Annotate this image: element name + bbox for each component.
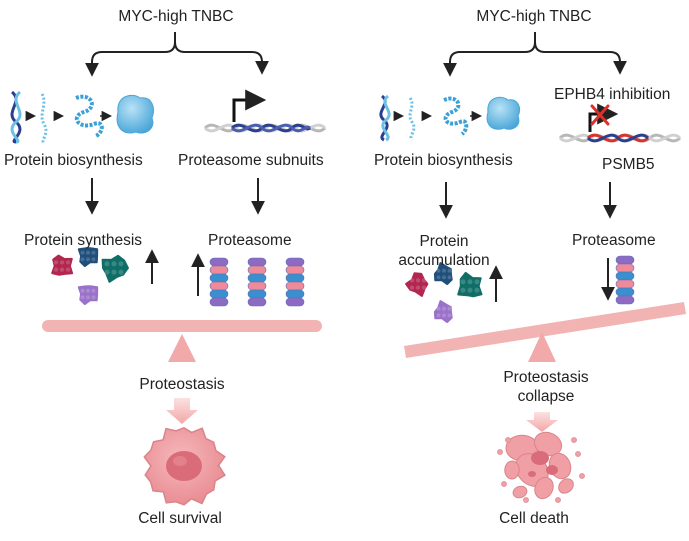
proteostasis-label: Proteostasis [139,376,225,393]
cell-death-label: Cell death [499,510,569,527]
protein-accumulation-label: Protein accumulation [398,233,490,269]
protein-crimson-icon [405,272,429,297]
psmb5-label: PSMB5 [602,156,655,173]
folded-protein-icon [116,94,154,134]
ephb4-inhibition-label: EPHB4 inhibition [554,86,671,103]
protein-crimson-icon [51,254,74,276]
protein-teal-icon [101,254,129,283]
fulcrum-right [528,332,556,362]
proteasome-icon [615,255,635,305]
proteasome-icon [285,257,305,307]
folded-protein-icon [486,96,521,130]
proteasome-group-left [209,257,305,307]
proteasome-icon [247,257,267,307]
left-header: MYC-high TNBC [118,8,234,25]
mrna-icon [40,93,48,146]
biosynthesis-icons-left [10,90,154,146]
inhibition-x-icon [590,104,610,126]
cell-icon [143,426,226,506]
proteostasis-collapse-label: Proteostasis collapse [503,369,589,405]
right-proteasome-label: Proteasome [572,232,656,249]
dying-cell-icon [497,431,585,503]
protein-synthesis-label: Protein synthesis [24,232,143,249]
cell-survival-label: Cell survival [138,510,222,527]
proteasome-subunits-label: Proteasome subnuits [178,152,324,169]
protein-purple-icon [77,285,99,305]
left-protein-biosynthesis-label: Protein biosynthesis [4,152,143,169]
right-protein-biosynthesis-label: Protein biosynthesis [374,152,513,169]
balance-beam-left [42,320,322,332]
protein-navy-icon [77,247,99,267]
biosynthesis-icons-right [379,94,521,142]
right-header: MYC-high TNBC [476,8,592,25]
protein-teal-icon [457,271,483,298]
balance-beam-right [404,302,686,358]
protein-purple-icon [433,300,453,323]
right-branch-brace [443,32,620,74]
mrna-icon [408,97,416,142]
fulcrum-left [168,334,196,362]
polypeptide-icon [443,96,469,136]
protein-navy-icon [433,262,453,285]
proteasome-group-right [615,255,635,305]
gene-promoter-icon [558,103,682,143]
protein-cluster-right [405,262,483,323]
polypeptide-icon [74,94,104,138]
fade-arrow-right [526,412,558,432]
gene-promoter-icon [203,89,327,133]
proteasome-icon [209,257,229,307]
dna-icon [379,94,391,142]
left-proteasome-label: Proteasome [208,232,292,249]
fade-arrow-left [166,398,198,424]
left-branch-brace [85,32,262,74]
dna-icon [10,90,22,144]
protein-cluster-left [51,247,129,305]
